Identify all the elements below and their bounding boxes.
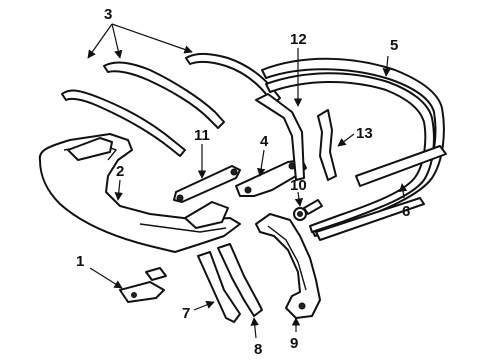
pillar-weatherstrip — [255, 93, 305, 181]
callout-1: 1 — [76, 253, 84, 270]
callout-7: 7 — [182, 305, 190, 322]
bow-weatherstrip-middle — [103, 61, 225, 129]
header-latch-bracket — [67, 137, 229, 229]
leader-lines — [87, 23, 408, 339]
callout-12: 12 — [290, 31, 307, 48]
fastener-bolt — [293, 199, 323, 221]
rear-frame-rail-upper — [261, 57, 445, 237]
rear-frame-rail-lower — [265, 72, 435, 233]
callout-8: 8 — [254, 341, 262, 358]
bow-weatherstrip-front — [61, 89, 186, 157]
callout-5: 5 — [390, 37, 398, 54]
rear-frame-rail-inner-strip — [315, 145, 447, 241]
callout-9: 9 — [290, 335, 298, 352]
callout-13: 13 — [356, 125, 373, 142]
callout-3: 3 — [104, 6, 112, 23]
callout-6: 6 — [402, 203, 410, 220]
callout-labels: 3 12 5 13 11 4 2 10 6 1 7 8 9 — [76, 6, 410, 358]
latch-clip — [119, 267, 167, 303]
callout-11: 11 — [194, 127, 210, 144]
callout-2: 2 — [116, 163, 124, 180]
rear-seal-strip — [317, 109, 337, 181]
lower-strip-left — [197, 251, 241, 323]
callout-10: 10 — [290, 177, 307, 194]
callout-4: 4 — [260, 133, 269, 150]
lower-strip-right — [217, 243, 263, 317]
linkage-arm — [173, 165, 241, 203]
